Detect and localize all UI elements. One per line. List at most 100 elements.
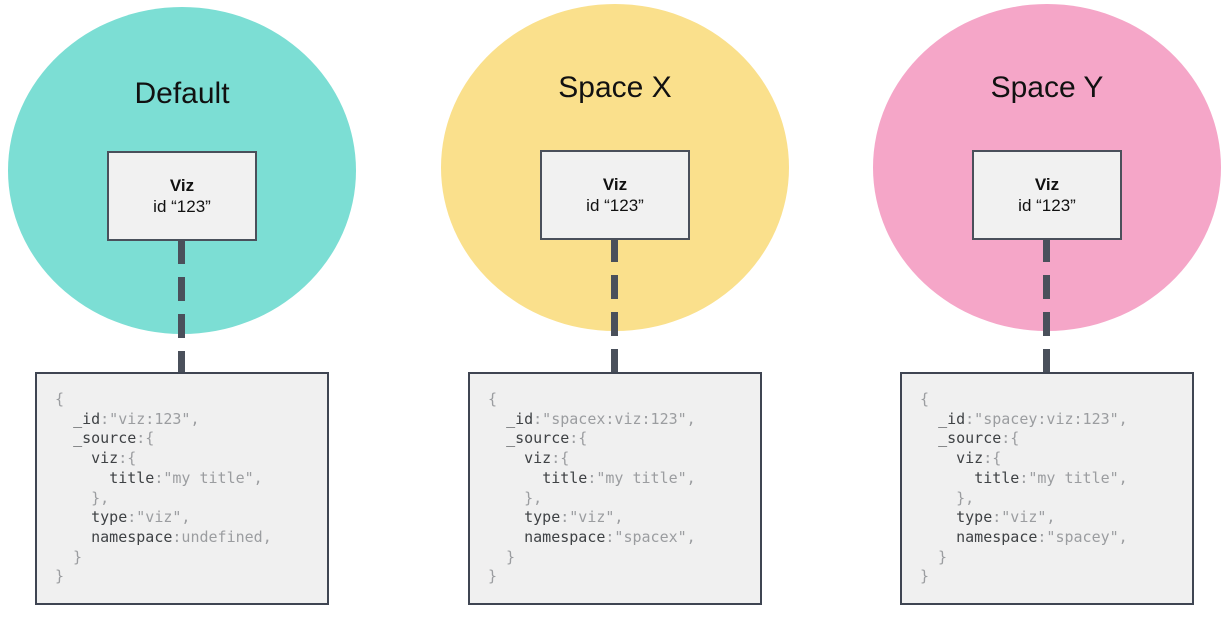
code-token-text: }	[55, 547, 83, 566]
code-line: title:"my title",	[920, 469, 1192, 489]
code-token-key: title	[542, 468, 588, 487]
space-panel-space-y: Space Y Viz id “123” { _id:"spacey:viz:1…	[873, 0, 1221, 622]
code-line: {	[488, 390, 760, 410]
saved-object-code-card: { _id:"spacey:viz:123", _source:{ viz:{ …	[900, 372, 1194, 605]
code-token-text: :"my title",	[1019, 468, 1128, 487]
code-token-text: },	[920, 488, 975, 507]
code-token-text: :"spacex:viz:123",	[533, 409, 696, 428]
code-token-key: _id	[938, 409, 966, 428]
code-line: _id:"viz:123",	[55, 410, 327, 430]
code-token-text	[55, 449, 91, 467]
code-token-text: :"viz",	[992, 508, 1056, 527]
code-token-key: namespace	[524, 527, 606, 546]
code-token-text: :"my title",	[154, 468, 263, 487]
code-token-text: :"my title",	[587, 468, 696, 487]
code-token-text: {	[920, 390, 930, 408]
code-line: viz:{	[920, 449, 1192, 469]
code-token-text	[920, 528, 956, 546]
code-token-key: viz	[91, 449, 119, 468]
code-token-text: },	[55, 488, 110, 507]
code-token-key: title	[974, 468, 1020, 487]
code-line: namespace:undefined,	[55, 528, 327, 548]
code-token-text: :undefined,	[172, 527, 272, 546]
code-line: }	[55, 567, 327, 587]
code-line: }	[920, 548, 1192, 568]
code-token-text: {	[488, 390, 498, 408]
viz-card-id: id “123”	[586, 196, 644, 215]
code-token-text	[920, 410, 938, 428]
space-panel-space-x: Space X Viz id “123” { _id:"spacex:viz:1…	[441, 0, 789, 622]
space-title: Space Y	[990, 71, 1104, 104]
code-line: },	[488, 489, 760, 509]
code-token-key: viz	[524, 449, 552, 468]
code-token-text: :{	[983, 449, 1002, 468]
code-line: }	[920, 567, 1192, 587]
code-token-text: },	[488, 488, 543, 507]
code-token-key: _id	[73, 409, 101, 428]
code-line: {	[55, 390, 327, 410]
dashed-connector-line	[1043, 238, 1050, 374]
code-token-text	[920, 469, 974, 487]
code-token-text	[488, 469, 542, 487]
saved-object-code-card: { _id:"viz:123", _source:{ viz:{ title:"…	[35, 372, 329, 605]
code-line: },	[920, 489, 1192, 509]
code-token-text: :"viz",	[127, 508, 191, 527]
code-line: _id:"spacey:viz:123",	[920, 410, 1192, 430]
code-token-text	[488, 410, 506, 428]
code-token-text: :"spacey:viz:123",	[965, 409, 1128, 428]
code-line: title:"my title",	[488, 469, 760, 489]
viz-card: Viz id “123”	[972, 150, 1122, 240]
code-token-text	[920, 449, 956, 467]
code-token-text: :"spacex",	[605, 527, 696, 546]
code-token-key: _source	[938, 429, 1002, 448]
code-token-key: _id	[506, 409, 534, 428]
code-token-text: }	[920, 567, 930, 586]
code-token-text: :"viz",	[560, 508, 624, 527]
viz-card-name: Viz	[169, 176, 195, 195]
code-line: },	[55, 489, 327, 509]
code-line: type:"viz",	[920, 508, 1192, 528]
code-line: viz:{	[488, 449, 760, 469]
code-token-key: type	[91, 508, 128, 527]
code-line: viz:{	[55, 449, 327, 469]
viz-card-name: Viz	[1034, 175, 1060, 194]
dashed-connector-line	[611, 238, 618, 374]
code-token-text	[55, 429, 73, 447]
code-token-text	[488, 429, 506, 447]
viz-card-name: Viz	[602, 175, 628, 194]
code-line: type:"viz",	[488, 508, 760, 528]
code-line: }	[488, 567, 760, 587]
code-line: {	[920, 390, 1192, 410]
code-token-text: :{	[569, 429, 588, 448]
code-token-text	[920, 508, 956, 526]
code-token-key: type	[956, 508, 993, 527]
code-token-text: :{	[1001, 429, 1020, 448]
code-line: title:"my title",	[55, 469, 327, 489]
code-token-text: }	[55, 567, 65, 586]
code-line: namespace:"spacex",	[488, 528, 760, 548]
code-line: type:"viz",	[55, 508, 327, 528]
code-line: namespace:"spacey",	[920, 528, 1192, 548]
code-token-text: }	[488, 547, 516, 566]
viz-card: Viz id “123”	[107, 151, 257, 241]
code-token-text	[55, 410, 73, 428]
code-line: }	[488, 548, 760, 568]
viz-card: Viz id “123”	[540, 150, 690, 240]
code-token-key: viz	[956, 449, 984, 468]
saved-object-code-card: { _id:"spacex:viz:123", _source:{ viz:{ …	[468, 372, 762, 605]
code-token-text	[488, 449, 524, 467]
code-token-text: :{	[118, 449, 137, 468]
code-line: _source:{	[488, 429, 760, 449]
code-token-key: namespace	[91, 527, 173, 546]
code-line: _source:{	[55, 429, 327, 449]
code-token-key: _source	[506, 429, 570, 448]
code-line: _id:"spacex:viz:123",	[488, 410, 760, 430]
code-token-text: :{	[136, 429, 155, 448]
code-token-text	[488, 508, 524, 526]
code-token-text: {	[55, 390, 65, 408]
space-title: Space X	[558, 71, 672, 104]
code-token-key: type	[524, 508, 561, 527]
code-token-text	[55, 469, 109, 487]
code-token-text	[920, 429, 938, 447]
